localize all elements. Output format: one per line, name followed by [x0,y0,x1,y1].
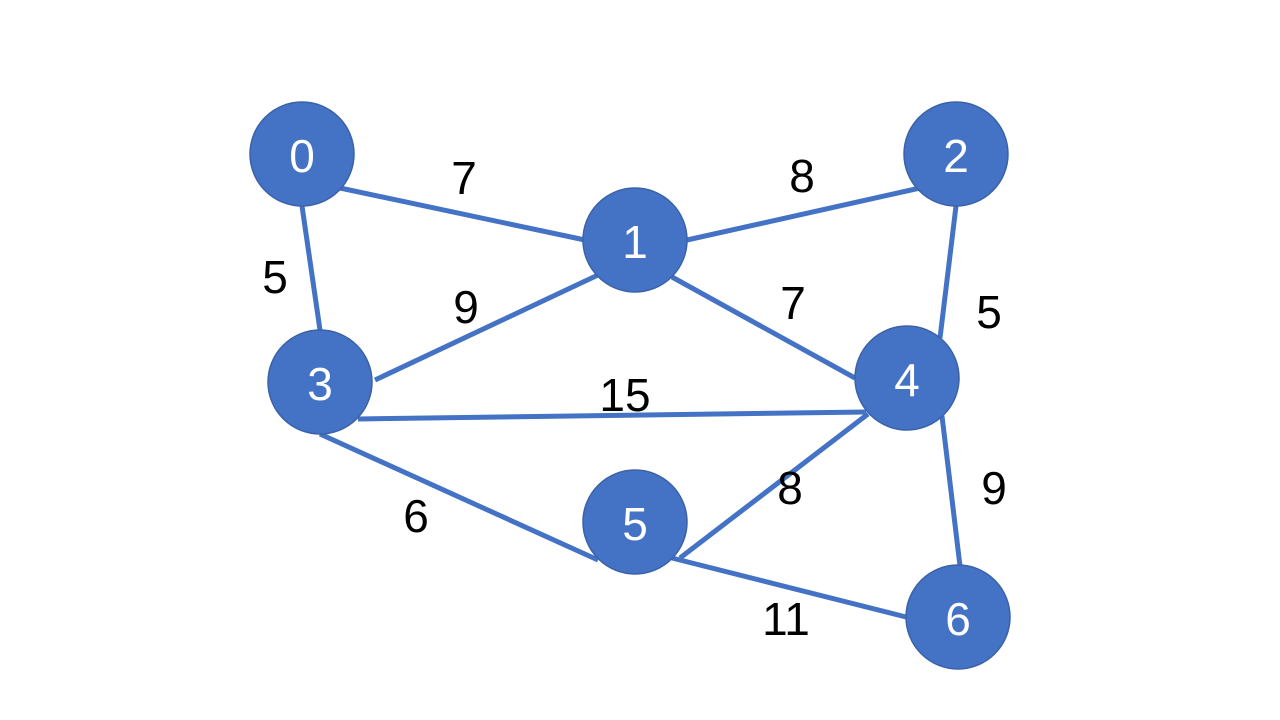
edge-weight-1-3: 9 [453,281,479,333]
edge-weight-4-5: 8 [777,462,803,514]
node-circle-1 [582,187,688,293]
node-label-3: 3 [307,358,333,410]
node-circle-0 [249,101,355,207]
node-5: 5 [582,469,688,575]
edge-5-6 [671,555,907,620]
edge-weight-0-3: 5 [262,251,288,303]
edge-3-5 [318,431,600,563]
edge-1-4 [670,274,857,381]
edge-weight-4-6: 9 [981,462,1007,514]
node-circle-2 [903,101,1009,207]
edge-weight-2-4: 5 [976,286,1002,338]
node-circle-4 [854,325,960,431]
node-label-4: 4 [894,354,920,406]
node-0: 0 [249,101,355,207]
edge-weight-3-5: 6 [403,490,429,542]
node-label-0: 0 [289,130,315,182]
edge-0-3 [299,205,323,331]
node-6: 6 [905,564,1011,670]
node-4: 4 [854,325,960,431]
node-2: 2 [903,101,1009,207]
edge-4-6 [939,415,963,567]
node-circle-3 [267,329,373,435]
node-label-2: 2 [943,130,969,182]
edge-weight-5-6: 11 [762,593,810,645]
edge-weight-0-1: 7 [451,152,477,204]
node-circle-5 [582,469,688,575]
edge-2-4 [937,205,959,339]
node-1: 1 [582,187,688,293]
nodes-layer: 0 1 2 3 4 5 6 [249,101,1011,670]
node-label-5: 5 [622,498,648,550]
node-label-1: 1 [622,216,648,268]
edges-layer [299,185,963,620]
node-circle-6 [905,564,1011,670]
edge-4-5 [678,412,870,560]
edge-weight-3-4: 15 [599,369,650,421]
node-label-6: 6 [945,593,971,645]
node-3: 3 [267,329,373,435]
edge-3-4 [357,409,867,422]
edge-0-1 [339,185,586,243]
edge-weight-1-4: 7 [780,277,806,329]
edge-weight-1-2: 8 [789,150,815,202]
edge-1-2 [686,185,921,243]
edge-1-3 [373,272,600,383]
